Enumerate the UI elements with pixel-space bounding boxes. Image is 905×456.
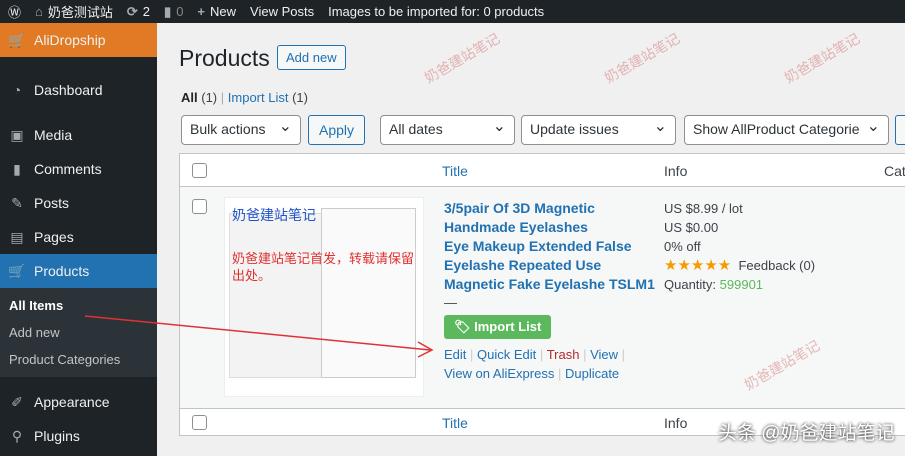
plugin-icon: ⚲ — [11, 427, 23, 444]
watermark-notice: 奶爸建站笔记首发，转载请保留出处。 — [232, 251, 415, 283]
rating-stars-icon: ★★★★★ — [664, 257, 732, 274]
view-aliexpress-link[interactable]: View on AliExpress — [444, 366, 555, 381]
title-column-header[interactable]: Title — [442, 163, 468, 179]
category-select[interactable]: Show AllProduct Categorie — [684, 115, 889, 145]
select-all-checkbox[interactable] — [192, 163, 207, 178]
duplicate-link[interactable]: Duplicate — [564, 366, 620, 381]
quantity: 599901 — [719, 277, 764, 292]
submenu-all-items[interactable]: All Items — [9, 298, 64, 313]
comments-link[interactable]: ▮0 — [164, 3, 184, 20]
filter-button[interactable]: F — [895, 115, 905, 145]
info-column-header: Info — [664, 163, 688, 179]
comment-icon: ▮ — [13, 160, 21, 177]
watermark-footer: 头条 @奶爸建站笔记 — [718, 423, 895, 444]
main-content: Products Add new All (1) | Import List (… — [157, 23, 905, 456]
product-title-link[interactable]: 3/5pair Of 3D Magnetic Handmade Eyelashe… — [444, 200, 655, 292]
row-checkbox[interactable] — [192, 199, 207, 214]
trash-link[interactable]: Trash — [546, 347, 580, 362]
add-new-button[interactable]: Add new — [277, 45, 346, 70]
home-icon: ⌂ — [35, 4, 43, 19]
view-link[interactable]: View — [590, 347, 619, 362]
sidebar-item-media[interactable]: ▣Media — [0, 118, 157, 152]
update-issues-select[interactable]: Update issues — [521, 115, 676, 145]
sidebar-item-posts[interactable]: ✎Posts — [0, 186, 157, 220]
comment-icon: ▮ — [164, 3, 172, 19]
import-notice: Images to be imported for: 0 products — [328, 4, 545, 19]
import-list-button[interactable]: 🏷 Import List — [444, 315, 552, 339]
edit-link[interactable]: Edit — [444, 347, 467, 362]
plus-icon: + — [197, 4, 206, 19]
bulk-actions-select[interactable]: Bulk actions — [181, 115, 301, 145]
dashboard-icon: ◔ — [12, 82, 22, 98]
sidebar: 🛒AliDropship ◔Dashboard ▣Media ▮Comments… — [0, 23, 157, 456]
view-posts-link[interactable]: View Posts — [250, 4, 315, 19]
wordpress-logo-icon[interactable]: Ⓦ — [8, 5, 22, 20]
sidebar-item-pages[interactable]: ▤Pages — [0, 220, 157, 254]
category-column-header: Cate — [884, 163, 905, 179]
products-submenu: All Items Add new Product Categories — [0, 288, 157, 377]
row-actions: Edit | Quick Edit | Trash | View | View … — [444, 347, 626, 381]
new-link[interactable]: +New — [197, 4, 237, 19]
sidebar-item-dashboard[interactable]: ◔Dashboard — [0, 73, 157, 107]
sidebar-item-appearance[interactable]: ✐Appearance — [0, 385, 157, 419]
table-header: Title Info Cate — [180, 154, 905, 187]
media-icon: ▣ — [10, 126, 24, 143]
cart-icon: 🛒 — [8, 262, 26, 279]
product-info: US $8.99 / lot US $0.00 0% off ★★★★★ Fee… — [664, 201, 816, 292]
product-thumbnail[interactable] — [224, 197, 424, 397]
submenu-product-categories[interactable]: Product Categories — [9, 352, 121, 367]
sidebar-item-alidropship[interactable]: 🛒AliDropship — [0, 23, 157, 57]
page-title: Products — [179, 45, 270, 71]
pages-icon: ▤ — [10, 228, 24, 245]
admin-bar: Ⓦ ⌂奶爸测试站 ⟳2 ▮0 +New View Posts Images to… — [0, 0, 905, 23]
tag-icon: 🏷 — [454, 319, 471, 334]
dates-select[interactable]: All dates — [380, 115, 515, 145]
sidebar-item-comments[interactable]: ▮Comments — [0, 152, 157, 186]
filter-import-list[interactable]: Import List — [227, 90, 289, 105]
view-filters: All (1) | Import List (1) — [181, 90, 308, 105]
cart-icon: 🛒 — [8, 31, 26, 48]
feedback: Feedback (0) — [738, 258, 816, 273]
sidebar-item-plugins[interactable]: ⚲Plugins — [0, 419, 157, 453]
sale-price: US $0.00 — [664, 220, 719, 235]
apply-button[interactable]: Apply — [308, 115, 366, 145]
select-all-checkbox-bottom[interactable] — [192, 415, 207, 430]
quick-edit-link[interactable]: Quick Edit — [477, 347, 537, 362]
price: US $8.99 / lot — [664, 201, 743, 216]
updates-link[interactable]: ⟳2 — [126, 3, 151, 20]
site-link[interactable]: ⌂奶爸测试站 — [35, 4, 113, 20]
refresh-icon: ⟳ — [126, 3, 138, 19]
title-column-footer[interactable]: Title — [442, 415, 468, 431]
filter-all[interactable]: All — [181, 90, 198, 105]
table-row: 3/5pair Of 3D Magnetic Handmade Eyelashe… — [180, 187, 905, 409]
pin-icon: ✎ — [11, 194, 23, 211]
sidebar-item-products[interactable]: 🛒Products — [0, 254, 157, 288]
submenu-add-new[interactable]: Add new — [9, 325, 60, 340]
table-footer: Title Info — [180, 409, 905, 435]
watermark-brand: 奶爸建站笔记 — [232, 207, 316, 223]
products-table: Title Info Cate 3/5pair Of 3D Magnetic H… — [179, 153, 905, 436]
brush-icon: ✐ — [11, 393, 23, 410]
discount: 0% off — [664, 239, 701, 254]
